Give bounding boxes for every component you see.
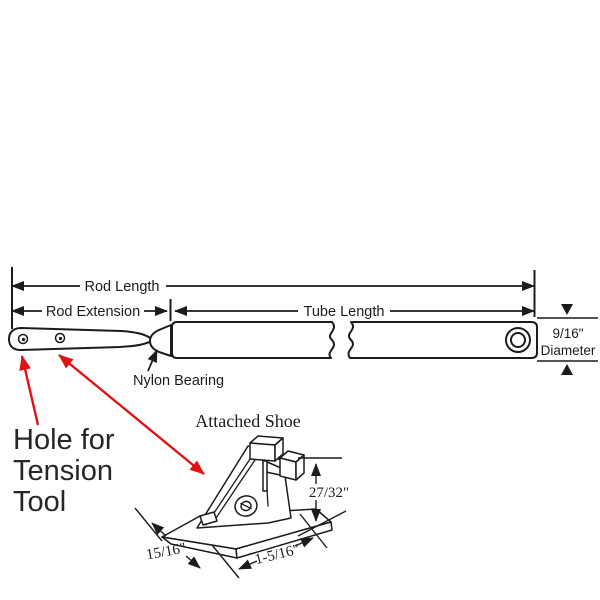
rod-length-dimension: Rod Length xyxy=(11,279,535,295)
shoe-depth-arrow-right xyxy=(185,555,201,569)
diameter-value-label: 9/16" xyxy=(552,326,583,341)
balance-rod xyxy=(8,327,154,351)
shoe-width-arrow-right xyxy=(294,537,314,548)
tension-label-line2: Tension xyxy=(13,455,113,487)
balance-tube xyxy=(171,321,538,359)
rod-outline xyxy=(8,327,154,351)
shoe-depth-label: 15/16" xyxy=(145,541,187,564)
shoe-height-label: 27/32" xyxy=(309,485,349,501)
tension-hole-2-center xyxy=(58,336,63,341)
shoe-depth-arrow-left xyxy=(151,522,167,537)
nylon-bearing-label: Nylon Bearing xyxy=(133,373,224,389)
shoe-depth-dimension: 15/16" xyxy=(134,507,201,569)
shoe-bracket-edge-2 xyxy=(213,456,258,522)
tension-label-line1: Hole for xyxy=(13,424,115,456)
tube-end-hole-inner xyxy=(510,332,526,348)
rod-extension-label: Rod Extension xyxy=(46,304,140,320)
nylon-bearing xyxy=(149,324,172,357)
shoe-depth-ext-line xyxy=(134,507,163,542)
nylon-bearing-arrow xyxy=(147,349,158,372)
rod-length-label: Rod Length xyxy=(85,279,160,295)
diameter-dimension: 9/16" Diameter xyxy=(537,304,598,375)
shoe-screw-boss xyxy=(234,495,258,517)
diameter-word-label: Diameter xyxy=(541,343,596,358)
tube-length-label: Tube Length xyxy=(304,304,385,320)
red-pointers xyxy=(19,354,205,475)
shoe-height-dimension: 27/32" xyxy=(297,457,349,537)
shoe-block1-side xyxy=(274,437,284,462)
hole-pointer-arrow xyxy=(19,355,40,426)
shoe-width-ext-right xyxy=(299,513,328,549)
diameter-arrow-down xyxy=(561,304,573,315)
hole-to-shoe-pointer-arrow xyxy=(58,354,205,475)
shoe-illustration xyxy=(161,435,333,559)
tension-label-line3: Tool xyxy=(13,486,66,518)
diameter-arrow-up xyxy=(561,364,573,375)
tube-segment-left xyxy=(171,321,335,359)
shoe-width-ext-left xyxy=(211,544,240,579)
tube-segment-right xyxy=(347,321,538,359)
shoe-pin xyxy=(262,460,268,492)
shoe-width-arrow-left xyxy=(238,559,258,570)
tension-hole-1-center xyxy=(21,337,26,342)
attached-shoe-title: Attached Shoe xyxy=(195,411,300,431)
shoe-bracket-notch xyxy=(199,511,218,526)
shoe-block2-front xyxy=(279,457,297,481)
tube-length-dimension: Tube Length xyxy=(174,304,535,320)
rod-extension-dimension: Rod Extension xyxy=(11,304,168,320)
tension-tool-hole-label: Hole for Tension Tool xyxy=(13,424,115,518)
shoe-block1-front xyxy=(249,442,276,462)
shoe-screw-slot xyxy=(240,502,252,510)
shoe-height-ref-bottom xyxy=(297,510,347,537)
